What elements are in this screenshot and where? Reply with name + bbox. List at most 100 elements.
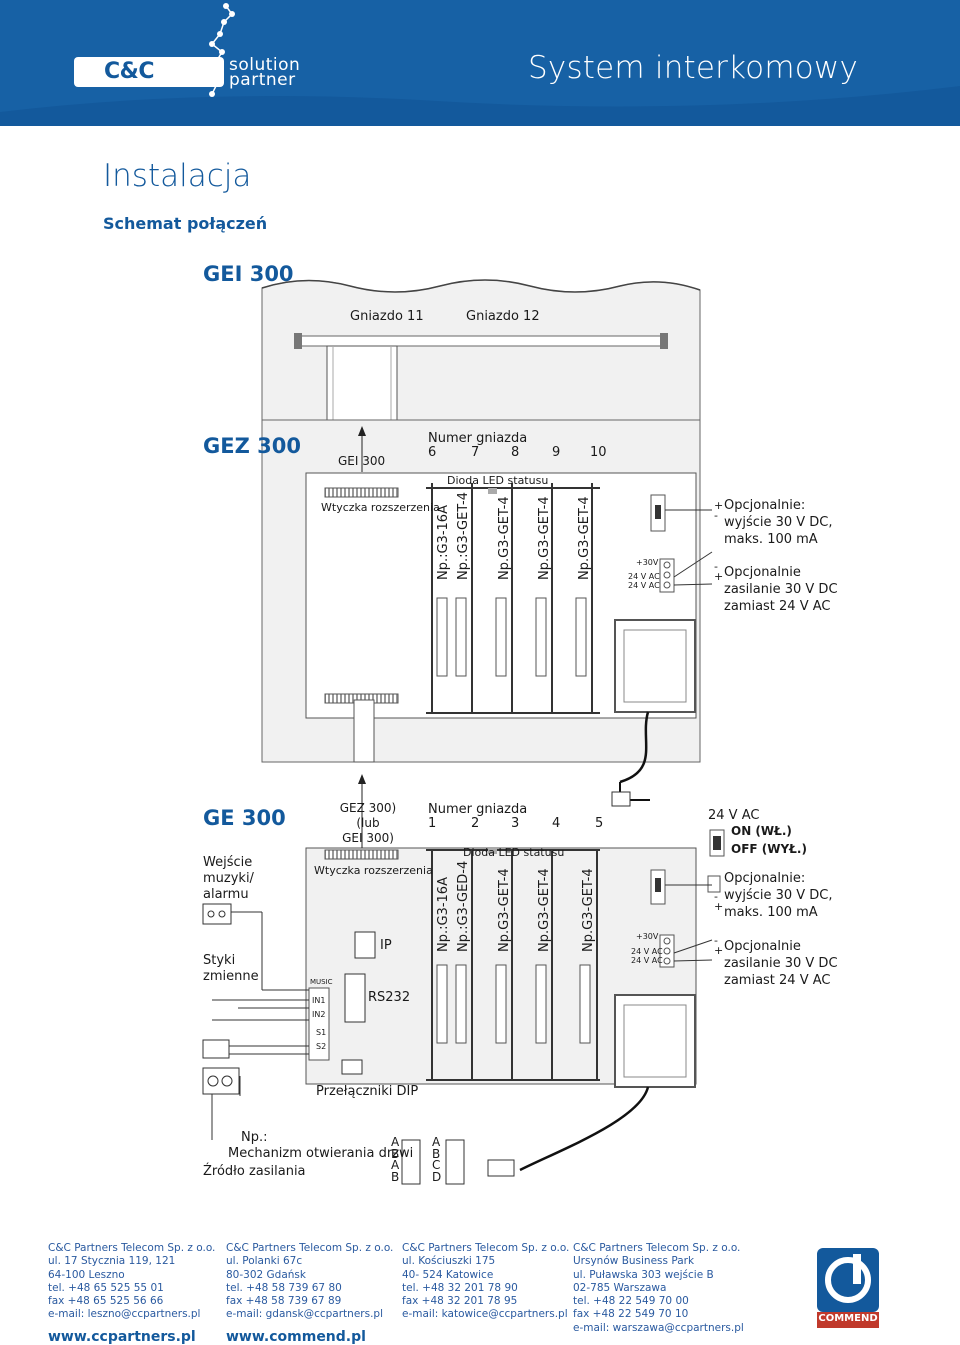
gez-opt2-line2: zamiast 24 V AC [724,599,831,614]
gei-socket-strip [299,335,665,347]
gez-polarity-1: +- [714,499,724,522]
terminal-letter: A [391,1135,400,1149]
footer-line: fax +48 65 525 56 66 [48,1295,164,1308]
gez-card-slots [426,483,600,714]
gez-arrow-label: GEI 300 [338,454,386,468]
ge-led-label: Dioda LED statusu [463,846,565,859]
footer-office-gdansk: C&C Partners Telecom Sp. z o.o. ul. Pola… [226,1242,393,1344]
ge-title: GE 300 [203,806,286,830]
logo-dots-icon [207,3,235,97]
footer-line: tel. +48 22 549 70 00 [573,1295,689,1308]
footer-email[interactable]: e-mail: warszawa@ccpartners.pl [573,1321,744,1334]
gez-led-label: Dioda LED statusu [447,474,549,487]
gez-socket-header: Numer gniazda [428,431,528,446]
footer-company: C&C Partners Telecom Sp. z o.o. [402,1242,570,1254]
ge-door-terminals: A B A B [391,1135,400,1183]
ge-in1: IN1 [312,996,326,1005]
terminal-letter: D [432,1169,442,1184]
ge-music-input: Wejście muzyki/ alarmu [203,855,254,903]
gei-socket-11: Gniazdo 11 [350,309,424,324]
ge-card-2: Np.:G3-GED-4 [456,860,471,952]
ge-opt2-line2: zamiast 24 V AC [724,973,831,988]
gez-polarity-2: -+ [714,560,724,583]
page-title: Instalacja [103,158,252,194]
terminal-letter: B [391,1146,400,1161]
gez-terminal-30v: +30V [636,558,659,567]
footer-email[interactable]: e-mail: katowice@ccpartners.pl [402,1308,568,1321]
gez-option-supply: Opcjonalnie zasilanie 30 V DC zamiast 24… [724,564,838,615]
gez-terminal-ac2: 24 V AC [628,581,660,590]
socket-number: 8 [511,445,520,460]
ge-arrow-line2: (lub [356,816,380,830]
footer-office-warszawa: C&C Partners Telecom Sp. z o.o. Ursynów … [573,1242,744,1335]
footer-company: C&C Partners Telecom Sp. z o.o. [48,1242,216,1254]
socket-number: 5 [595,816,604,831]
ge-terminal-30v: +30V [636,932,659,941]
footer-line: fax +48 58 739 67 89 [226,1295,342,1308]
footer-line: tel. +48 32 201 78 90 [402,1281,518,1294]
ge-music-label: MUSIC [310,978,333,986]
ge-ip: IP [380,938,392,953]
gez-plug-label: Wtyczka rozszerzenia [321,501,440,514]
footer-line: 64-100 Leszno [48,1268,125,1281]
gez-terminal-ac1: 24 V AC [628,572,660,581]
ge-terminal-ac1: 24 V AC [631,947,663,956]
terminal-letter: A [391,1158,400,1172]
ge-terminal-ac2: 24 V AC [631,956,663,965]
gez-opt1-line2: maks. 100 mA [724,532,818,547]
socket-number: 4 [552,816,561,831]
terminal-letter: B [432,1146,441,1161]
ge-on-label: ON (WŁ.) [731,824,792,838]
footer-office-leszno: C&C Partners Telecom Sp. z o.o. ul. 17 S… [48,1242,215,1344]
ge-contacts: Styki zmienne [203,953,259,985]
ge-polarity-1: -+ [714,890,724,913]
footer-line: 02-785 Warszawa [573,1281,667,1294]
ge-s1: S1 [316,1028,327,1037]
footer-company: C&C Partners Telecom Sp. z o.o. [573,1242,741,1254]
gez-opt1-title: Opcjonalnie: [724,498,806,513]
ge-option-output: Opcjonalnie: wyjście 30 V DC, maks. 100 … [724,870,833,921]
terminal-letter: C [432,1158,441,1172]
page-subtitle: Schemat połączeń [103,214,268,233]
ge-plug-label: Wtyczka rozszerzenia [314,864,433,877]
ge-card-4: Np.G3-GET-4 [537,868,552,952]
ge-power-source: Źródło zasilania [203,1164,306,1179]
footer-line: ul. Polanki 67c [226,1255,303,1268]
gez-option-output: Opcjonalnie: wyjście 30 V DC, maks. 100 … [724,497,833,548]
socket-number: 1 [428,816,437,831]
gez-opt1-line1: wyjście 30 V DC, [724,515,833,530]
footer-line: ul. Kościuszki 175 [402,1255,496,1268]
ge-option-supply: Opcjonalnie zasilanie 30 V DC zamiast 24… [724,938,838,989]
ge-contacts-line2: zmienne [203,969,259,984]
footer-email[interactable]: e-mail: gdansk@ccpartners.pl [226,1308,383,1321]
footer-line: ul. Puławska 303 wejście B [573,1268,714,1281]
socket-number: 3 [511,816,520,831]
gez-opt2-title: Opcjonalnie [724,565,801,580]
footer-line: tel. +48 65 525 55 01 [48,1281,164,1294]
ge-contacts-line1: Styki [203,953,236,968]
ge-music-line1: Wejście [203,855,253,870]
logo-line-2: partner [229,70,296,90]
footer-website-link[interactable]: www.commend.pl [226,1328,366,1345]
terminal-letter: A [432,1135,441,1149]
page-header: C&C solution partner System interkomowy [0,0,960,126]
ge-socket-header: Numer gniazda [428,802,528,817]
socket-number: 2 [471,816,480,831]
footer-website-link[interactable]: www.ccpartners.pl [48,1328,196,1345]
ge-opt1-line2: maks. 100 mA [724,905,818,920]
footer-line: fax +48 22 549 70 10 [573,1308,689,1321]
ge-card-5: Np.G3-GET-4 [581,868,596,952]
socket-number: 10 [590,445,607,460]
footer-office-katowice: C&C Partners Telecom Sp. z o.o. ul. Kośc… [402,1242,569,1322]
ge-s2: S2 [316,1042,327,1051]
commend-logo: COMMEND [817,1248,879,1328]
ge-opt1-title: Opcjonalnie: [724,871,806,886]
footer-line: 80-302 Gdańsk [226,1268,306,1281]
ge-polarity-2: -+ [714,934,724,957]
ge-arrow-line3: GEI 300) [342,831,394,845]
gez-opt2-line1: zasilanie 30 V DC [724,582,838,597]
ge-music-line2: muzyki/ [203,871,254,886]
ge-power-ac: 24 V AC [708,808,760,823]
footer-email[interactable]: e-mail: leszno@ccpartners.pl [48,1308,201,1321]
gez-card-2: Np.:G3-GET-4 [456,492,471,580]
